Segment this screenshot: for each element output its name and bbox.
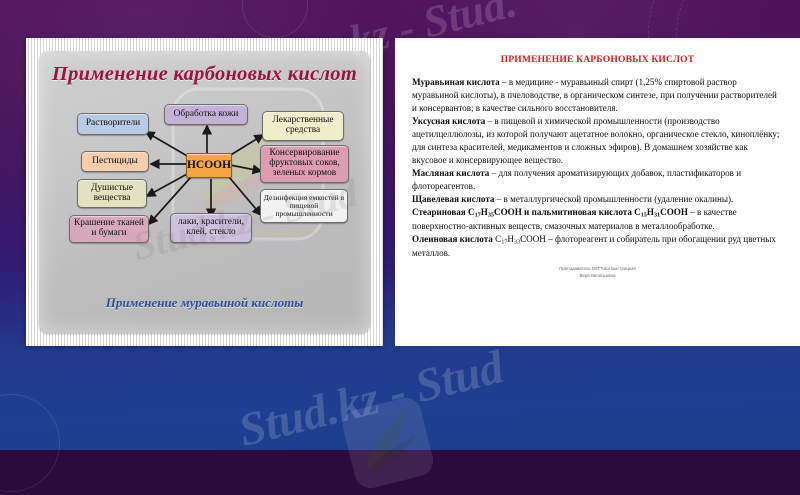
text-oxalic-acid: – в металлургической промышленности (уда… bbox=[494, 194, 734, 204]
text-panel: ПРИМЕНЕНИЕ КАРБОНОВЫХ КИСЛОТ Муравьиная … bbox=[395, 38, 800, 346]
node-label: Крашение тканей и бумаги bbox=[74, 218, 144, 238]
node-label: лаки, красители, клей, стекло bbox=[178, 217, 244, 237]
diagram-node-pesticides: Пестициды bbox=[81, 151, 149, 172]
node-label: Пестициды bbox=[92, 155, 138, 166]
board-caption: Применение муравьиной кислоты bbox=[105, 295, 304, 310]
diagram-node-disinfection: Дезинфекция емкостей в пищевой промышлен… bbox=[260, 189, 348, 223]
signature-line-1: Преподаватель DitTTutor Быстрицкая bbox=[559, 266, 636, 272]
center-node-label: HCOOH bbox=[186, 159, 232, 172]
diagram-node-hcooh-center: HCOOH bbox=[186, 153, 232, 178]
term-acetic-acid: Уксусная кислота bbox=[412, 116, 486, 126]
left-slide-image: Применение карбоновых кислот bbox=[26, 38, 383, 346]
term-oxalic-acid: Щавелевая кислота bbox=[412, 194, 495, 204]
term-butyric-acid: Масляная кислота bbox=[412, 168, 490, 178]
paragraph-oxalic-acid: Щавелевая кислота – в металлургической п… bbox=[412, 193, 783, 206]
diagram-arrow-layer bbox=[144, 124, 265, 226]
diagram-node-preservation: Консервирование фруктовых соков, зеленых… bbox=[260, 145, 349, 183]
paragraph-oleic-acid: Олеиновая кислота C17H33COOH – флотореаг… bbox=[412, 233, 783, 260]
text-stearic-palmitic-acid: – в качестве поверхностно-активных вещес… bbox=[412, 207, 737, 232]
text-formic-acid: – в медицине - муравьиный спирт (1,25% с… bbox=[412, 77, 777, 113]
paragraph-acetic-acid: Уксусная кислота – в пищевой и химическо… bbox=[412, 115, 783, 167]
node-label: Обработка кожи bbox=[173, 108, 239, 119]
author-signature: Преподаватель DitTTutor Быстрицкая Вера … bbox=[412, 266, 783, 279]
node-label: Душистые вещества bbox=[90, 182, 134, 203]
panel-body: Муравьиная кислота – в медицине - муравь… bbox=[412, 76, 783, 280]
board-title: Применение карбоновых кислот bbox=[51, 63, 358, 85]
acid-usage-diagram: Растворители Пестициды Душистые вещества… bbox=[39, 99, 370, 244]
diagram-node-leather: Обработка кожи bbox=[164, 104, 248, 125]
paragraph-butyric-acid: Масляная кислота – для получения аромати… bbox=[412, 167, 783, 193]
text-acetic-acid: – в пищевой и химической промышленности … bbox=[412, 116, 780, 165]
text-oleic-acid: C17H33COOH – флотореагент и собиратель п… bbox=[412, 234, 776, 259]
diagram-node-fragrances: Душистые вещества bbox=[77, 179, 147, 208]
diagram-node-medicines: Лекарственные средства bbox=[262, 111, 344, 141]
panel-heading: ПРИМЕНЕНИЕ КАРБОНОВЫХ КИСЛОТ bbox=[500, 54, 695, 65]
term-oleic-acid: Олеиновая кислота bbox=[412, 234, 493, 245]
diagram-node-dyeing: Крашение тканей и бумаги bbox=[69, 215, 149, 243]
diagram-node-solvents: Растворители bbox=[77, 113, 149, 135]
term-formic-acid: Муравьиная кислота bbox=[412, 77, 500, 87]
text-butyric-acid: – для получения ароматизирующих добавок,… bbox=[412, 168, 742, 191]
diagram-board: Применение карбоновых кислот bbox=[39, 51, 370, 333]
node-label: Дезинфекция емкостей в пищевой промышлен… bbox=[263, 192, 345, 219]
diagram-node-varnishes: лаки, красители, клей, стекло bbox=[170, 213, 252, 243]
node-label: Растворители bbox=[85, 118, 141, 129]
term-stearic-palmitic-acid: Стеариновая C17H35COOH и пальмитиновая к… bbox=[412, 207, 688, 219]
node-label: Лекарственные средства bbox=[272, 115, 334, 135]
signature-line-2: Вера Васильевна bbox=[579, 273, 616, 279]
paragraph-formic-acid: Муравьиная кислота – в медицине - муравь… bbox=[412, 76, 783, 115]
paragraph-stearic-palmitic-acid: Стеариновая C17H35COOH и пальмитиновая к… bbox=[412, 206, 783, 233]
node-label: Консервирование фруктовых соков, зеленых… bbox=[269, 148, 340, 178]
